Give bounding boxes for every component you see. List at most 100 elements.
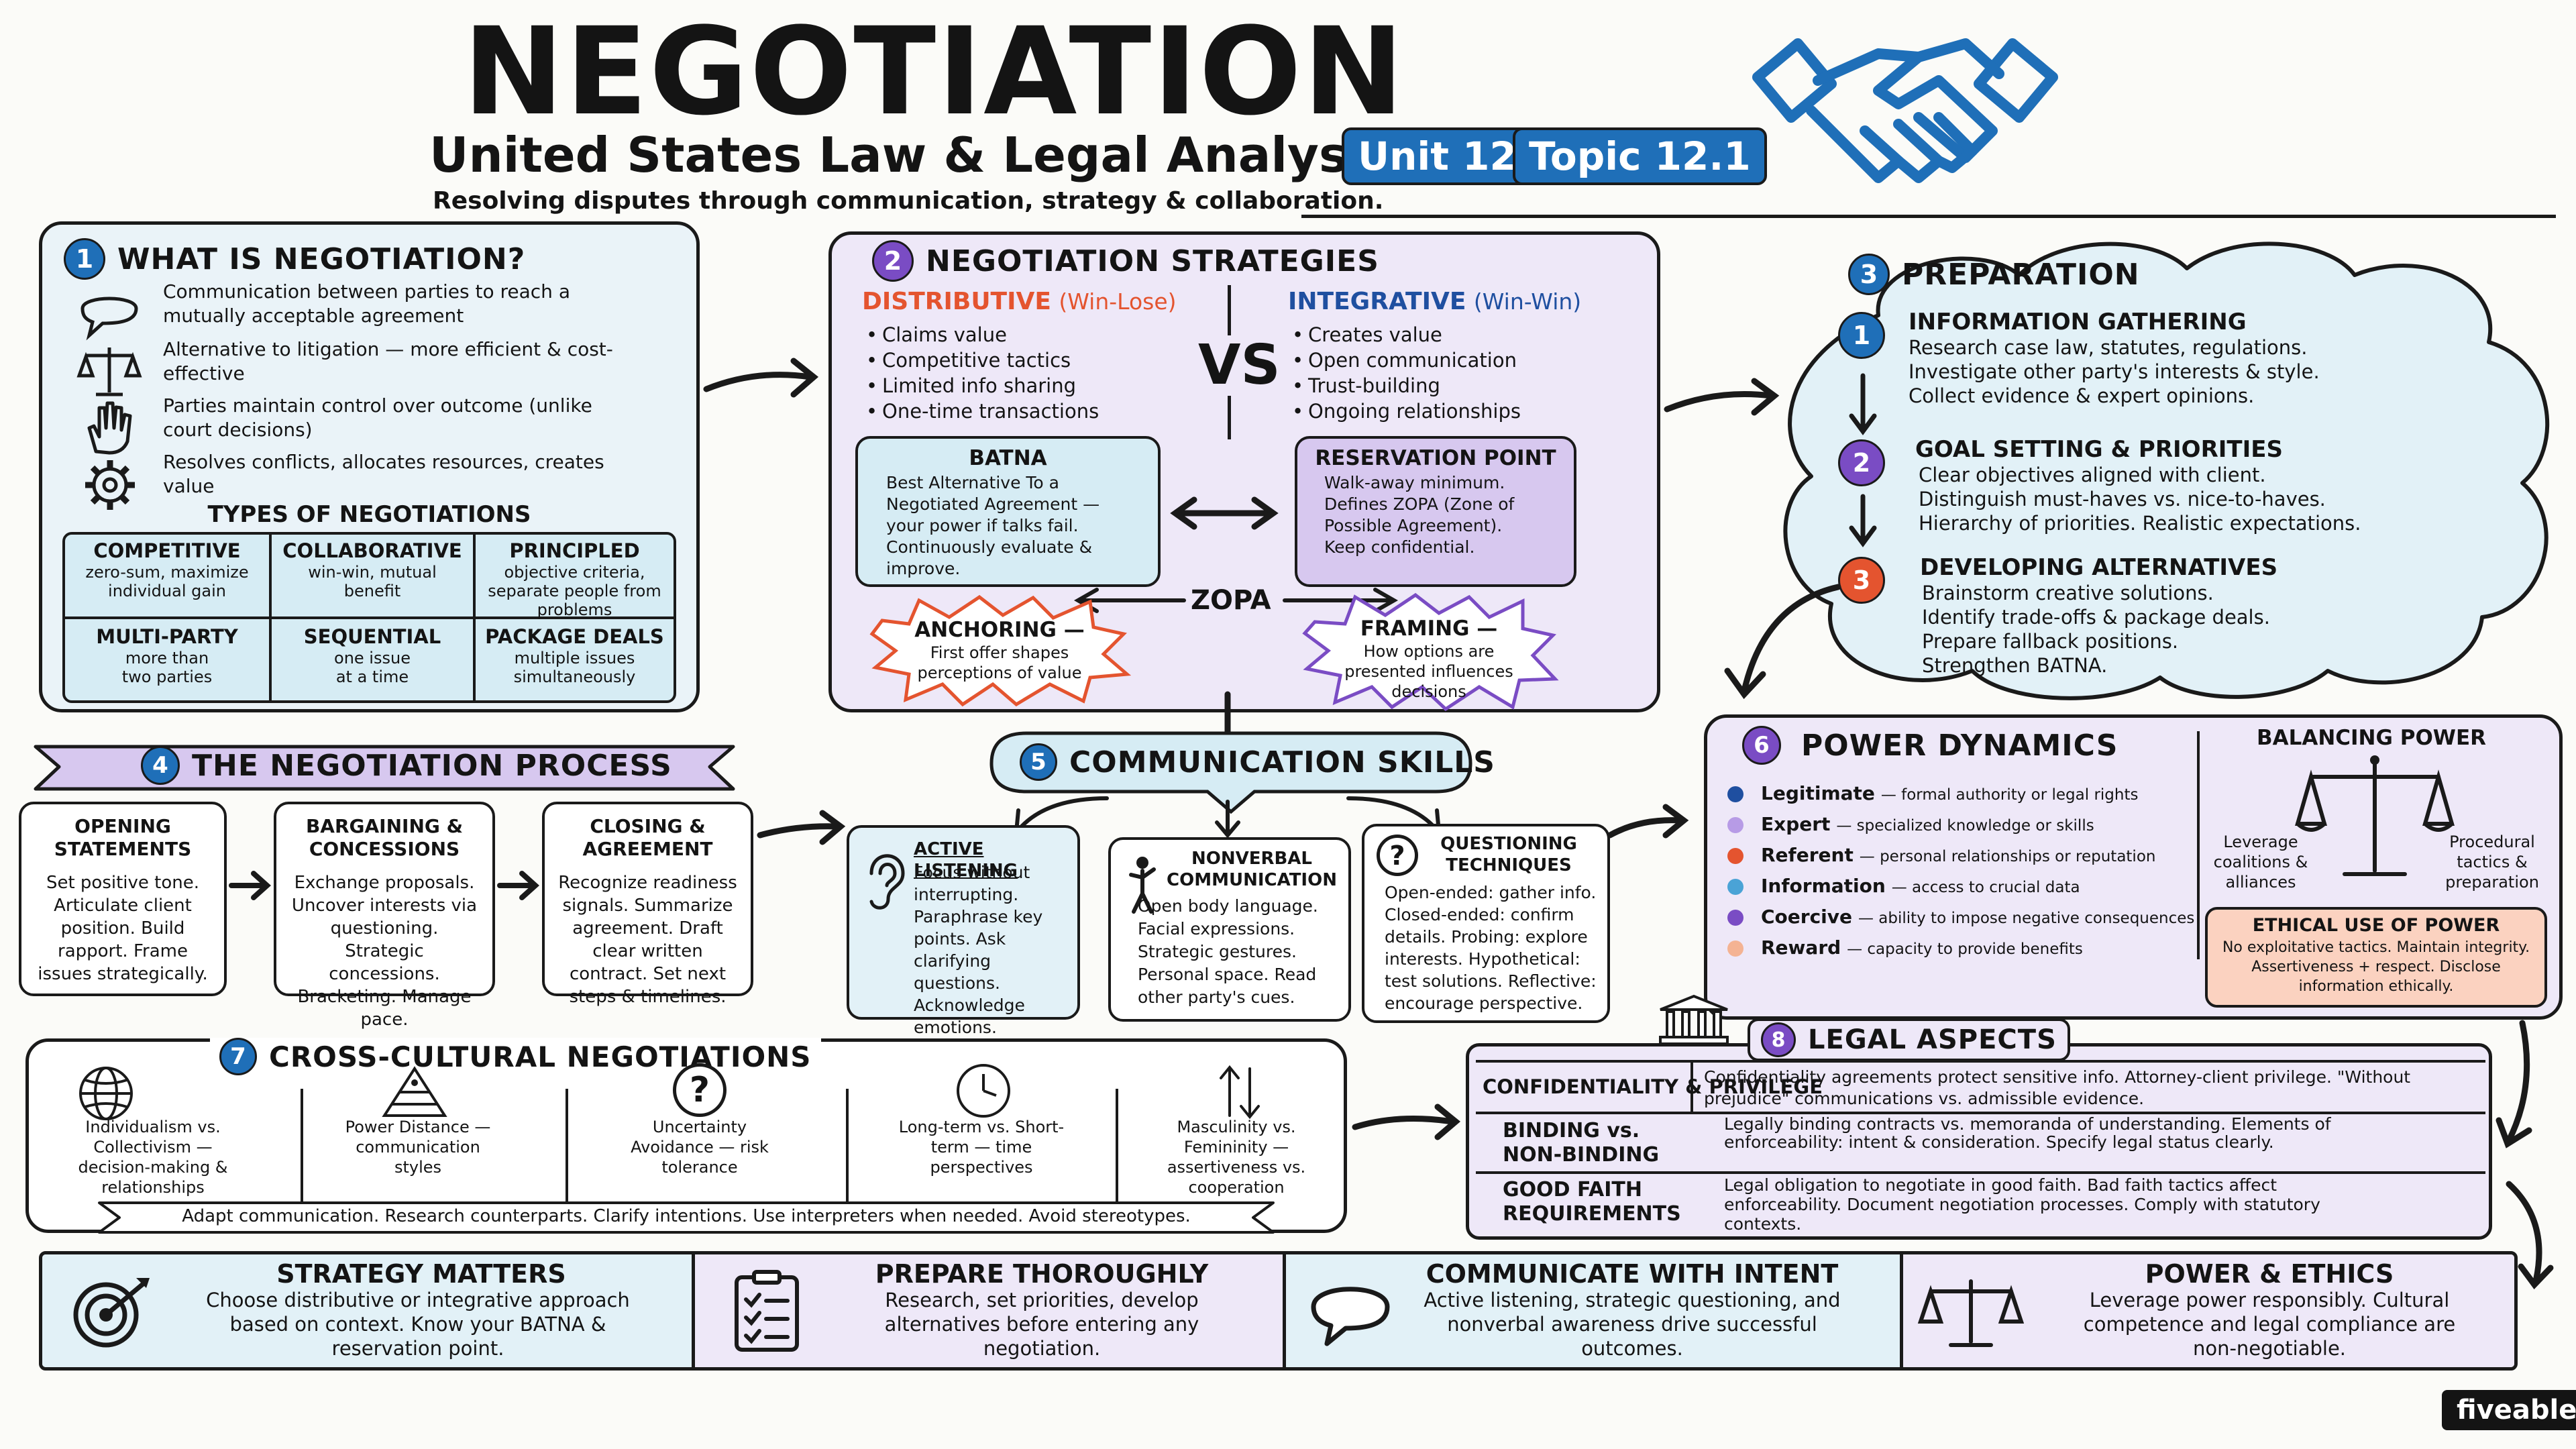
vs-label: VS [1194, 335, 1285, 396]
stage-arrow-2 [497, 871, 539, 900]
legal-text-confidentiality: Confidentiality agreements protect sensi… [1704, 1067, 2411, 1108]
gear-icon [85, 460, 135, 510]
type-sequential: SEQUENTIAL one issue at a time [303, 625, 441, 686]
person-icon [1129, 857, 1156, 914]
arrow-strategies-to-preparation [1664, 378, 1780, 416]
power-referent: Referent — personal relationships or rep… [1727, 840, 2155, 872]
hand-icon [87, 401, 132, 455]
power-dot [1727, 786, 1743, 802]
summary-title-2: PREPARE THOROUGHLY [875, 1259, 1209, 1289]
reservation-point-card: RESERVATION POINT Walk-away minimum. Def… [1295, 436, 1576, 587]
what-item-4: Resolves conflicts, allocates resources,… [163, 451, 604, 497]
section-number: 5 [1020, 743, 1057, 781]
ear-icon [869, 854, 905, 910]
page-subtitle: United States Law & Legal Analysis [429, 127, 1393, 183]
section-number: 7 [219, 1038, 257, 1075]
integrative-list: Creates value Open communication Trust-b… [1288, 322, 1521, 424]
stage-closing: CLOSING & AGREEMENT Recognize readiness … [542, 802, 753, 1007]
batna-card: BATNA Best Alternative To a Negotiated A… [855, 436, 1161, 587]
balancing-title: BALANCING POWER [2256, 726, 2487, 750]
handshake-icon [1752, 38, 2058, 183]
arrow-communication-to-power [1607, 804, 1689, 839]
prep-arrow-2 [1849, 494, 1877, 547]
summary-text-1: Choose distributive or integrative appro… [206, 1289, 630, 1360]
legal-text-binding: Legally binding contracts vs. memoranda … [1724, 1114, 2331, 1152]
cultural-dim-4: Long-term vs. Short-term — time perspect… [898, 1118, 1065, 1177]
what-item-2: Alternative to litigation — more efficie… [163, 338, 613, 384]
section-title: THE NEGOTIATION PROCESS [192, 748, 672, 783]
cultural-dim-5: Masculinity vs. Femininity — assertivene… [1167, 1118, 1306, 1197]
section-number: 8 [1761, 1022, 1796, 1057]
type-package-deals: PACKAGE DEALS multiple issues simultaneo… [485, 625, 664, 686]
legal-label-binding: BINDING vs. NON-BINDING [1503, 1119, 1660, 1167]
legal-label-good-faith: GOOD FAITH REQUIREMENTS [1503, 1178, 1681, 1226]
zopa-label: ZOPA [1191, 585, 1271, 616]
legal-label-confidentiality: CONFIDENTIALITY & PRIVILEGE [1483, 1075, 1823, 1098]
card-nonverbal: NONVERBAL COMMUNICATION Open body langua… [1108, 837, 1351, 1022]
what-item-3: Parties maintain control over outcome (u… [163, 394, 592, 441]
summary-title-4: POWER & ETHICS [2145, 1259, 2394, 1289]
pyramid-icon [382, 1066, 447, 1117]
balancing-left: Leverage coalitions & alliances [2213, 833, 2308, 892]
unit-badge: Unit 12 [1342, 127, 1533, 185]
power-divider [2197, 731, 2200, 959]
type-multi-party: MULTI-PARTY more than two parties [96, 625, 238, 686]
section-title: NEGOTIATION STRATEGIES [926, 244, 1379, 278]
target-icon [73, 1278, 150, 1348]
anchoring-callout: ANCHORING — First offer shapes perceptio… [914, 618, 1085, 682]
power-legitimate: Legitimate — formal authority or legal r… [1727, 778, 2138, 810]
distributive-list: Claims value Competitive tactics Limited… [862, 322, 1099, 424]
balance-scale-icon [2295, 755, 2455, 876]
type-collaborative: COLLABORATIVE win-win, mutual benefit [282, 539, 462, 600]
checklist-icon [735, 1270, 799, 1352]
distributive-heading: DISTRIBUTIVE (Win-Lose) [862, 288, 1177, 315]
power-dot [1727, 848, 1743, 864]
process-ribbon [34, 745, 735, 791]
question-icon: ? [673, 1063, 727, 1117]
type-competitive: COMPETITIVE zero-sum, maximize individua… [85, 539, 249, 600]
section-number: 3 [1848, 254, 1890, 295]
globe-icon [79, 1067, 133, 1120]
section-legal-aspects: 8 LEGAL ASPECTS CONFIDENTIALITY & PRIVIL… [1466, 994, 2492, 1240]
types-title: TYPES OF NEGOTIATIONS [207, 501, 531, 528]
section-number: 6 [1742, 726, 1781, 765]
cultural-banner [98, 1201, 1275, 1234]
clock-icon [957, 1064, 1010, 1118]
section-number: 1 [64, 238, 105, 280]
power-dot [1727, 817, 1743, 833]
section-number: 4 [141, 746, 180, 785]
stage-bargaining: BARGAINING & CONCESSIONS Exchange propos… [274, 802, 495, 1030]
type-principled: PRINCIPLED objective criteria, separate … [488, 539, 661, 619]
stage-opening: OPENING STATEMENTS Set positive tone. Ar… [19, 802, 227, 996]
comm-arrow-down [1215, 800, 1240, 839]
summary-text-3: Active listening, strategic questioning,… [1424, 1289, 1841, 1360]
arrow-cultural-to-legal [1352, 1104, 1461, 1140]
summary-title-3: COMMUNICATE WITH INTENT [1426, 1259, 1839, 1289]
section-title: PREPARATION [1902, 257, 2140, 292]
section-negotiation-strategies: 2 NEGOTIATION STRATEGIES DISTRIBUTIVE (W… [828, 231, 1660, 712]
summary-text-2: Research, set priorities, develop altern… [884, 1289, 1199, 1360]
arrow-process-to-communication [757, 810, 846, 845]
scales-icon [76, 347, 142, 396]
topic-badge: Topic 12.1 [1513, 127, 1767, 185]
section-number: 2 [872, 240, 914, 282]
communication-bubble [989, 731, 1472, 814]
integrative-heading: INTEGRATIVE (Win-Win) [1288, 288, 1582, 315]
section-cross-cultural: 7 CROSS-CULTURAL NEGOTIATIONS Individual… [25, 1038, 1347, 1234]
section-title: WHAT IS NEGOTIATION? [117, 241, 526, 276]
preparation-cloud [1783, 241, 2550, 700]
summary-text-4: Leverage power responsibly. Cultural com… [2083, 1289, 2456, 1360]
page-tagline: Resolving disputes through communication… [433, 187, 1384, 215]
batna-reservation-arrow [1170, 496, 1279, 530]
power-dot [1727, 879, 1743, 895]
arrow-power-to-legal [2496, 1020, 2532, 1148]
stage-arrow-1 [229, 871, 271, 900]
page-title: NEGOTIATION [463, 2, 1405, 142]
section-power-dynamics: 6 POWER DYNAMICS Legitimate — formal aut… [1704, 714, 2563, 1020]
framing-callout: FRAMING — How options are presented infl… [1344, 616, 1513, 701]
arrow-preparation-to-power [1724, 584, 1841, 700]
card-active-listening: ACTIVE LISTENING Focus without interrupt… [847, 825, 1080, 1037]
ethical-use-card: ETHICAL USE OF POWER No exploitative tac… [2205, 907, 2547, 1008]
arrows-icon [1220, 1065, 1260, 1120]
